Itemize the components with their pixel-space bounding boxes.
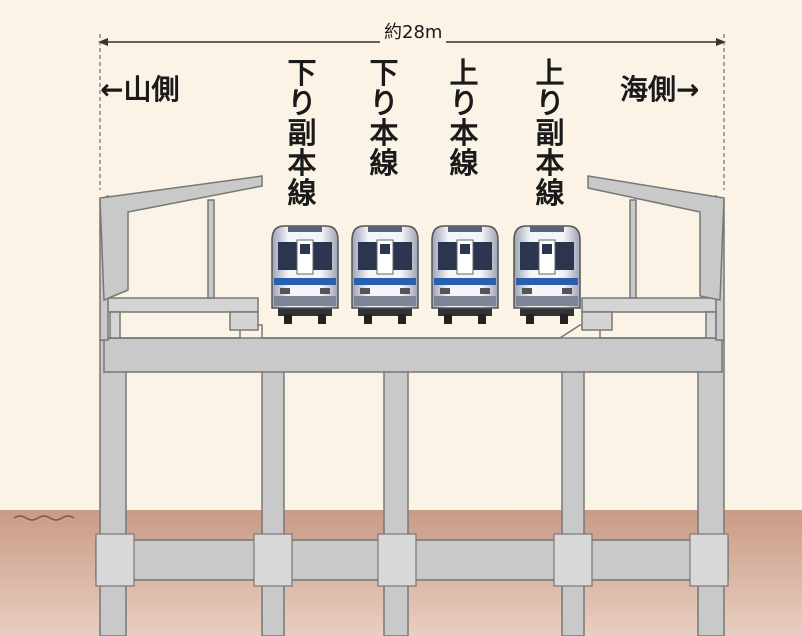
track-label-char: 線 [535, 176, 565, 210]
deck-slab [103, 337, 723, 373]
train-down-main [351, 225, 419, 325]
track-label-char: り [287, 86, 317, 120]
track-label-down-main: 下り本線 [364, 58, 404, 178]
track-label-char: り [369, 86, 399, 120]
track-label-char: 線 [369, 146, 399, 180]
track-label-char: 本 [535, 146, 565, 180]
platform-right [581, 297, 721, 339]
train-up-secondary [513, 225, 581, 325]
sea-side-label: 海側→ [620, 73, 700, 106]
track-label-char: 本 [287, 146, 317, 180]
track-label-char: 副 [535, 116, 565, 150]
track-label-down-secondary: 下り副本線 [282, 58, 322, 208]
track-label-char: 本 [369, 116, 399, 150]
width-dimension-label: 約28m [380, 18, 447, 44]
mountain-side-label: ←山側 [100, 73, 180, 106]
track-label-char: り [535, 86, 565, 120]
track-label-char: 下 [287, 56, 317, 90]
track-label-char: り [449, 86, 479, 120]
track-label-char: 線 [287, 176, 317, 210]
track-label-char: 本 [449, 116, 479, 150]
track-label-char: 副 [287, 116, 317, 150]
track-label-up-main: 上り本線 [444, 58, 484, 178]
platform-left [105, 297, 259, 339]
track-label-char: 線 [449, 146, 479, 180]
track-label-up-secondary: 上り副本線 [530, 58, 570, 208]
train-down-secondary [271, 225, 339, 325]
track-label-char: 下 [369, 56, 399, 90]
train-up-main [431, 225, 499, 325]
right-canopy [587, 175, 725, 341]
track-label-char: 上 [535, 56, 565, 90]
left-canopy [99, 175, 263, 341]
track-label-char: 上 [449, 56, 479, 90]
